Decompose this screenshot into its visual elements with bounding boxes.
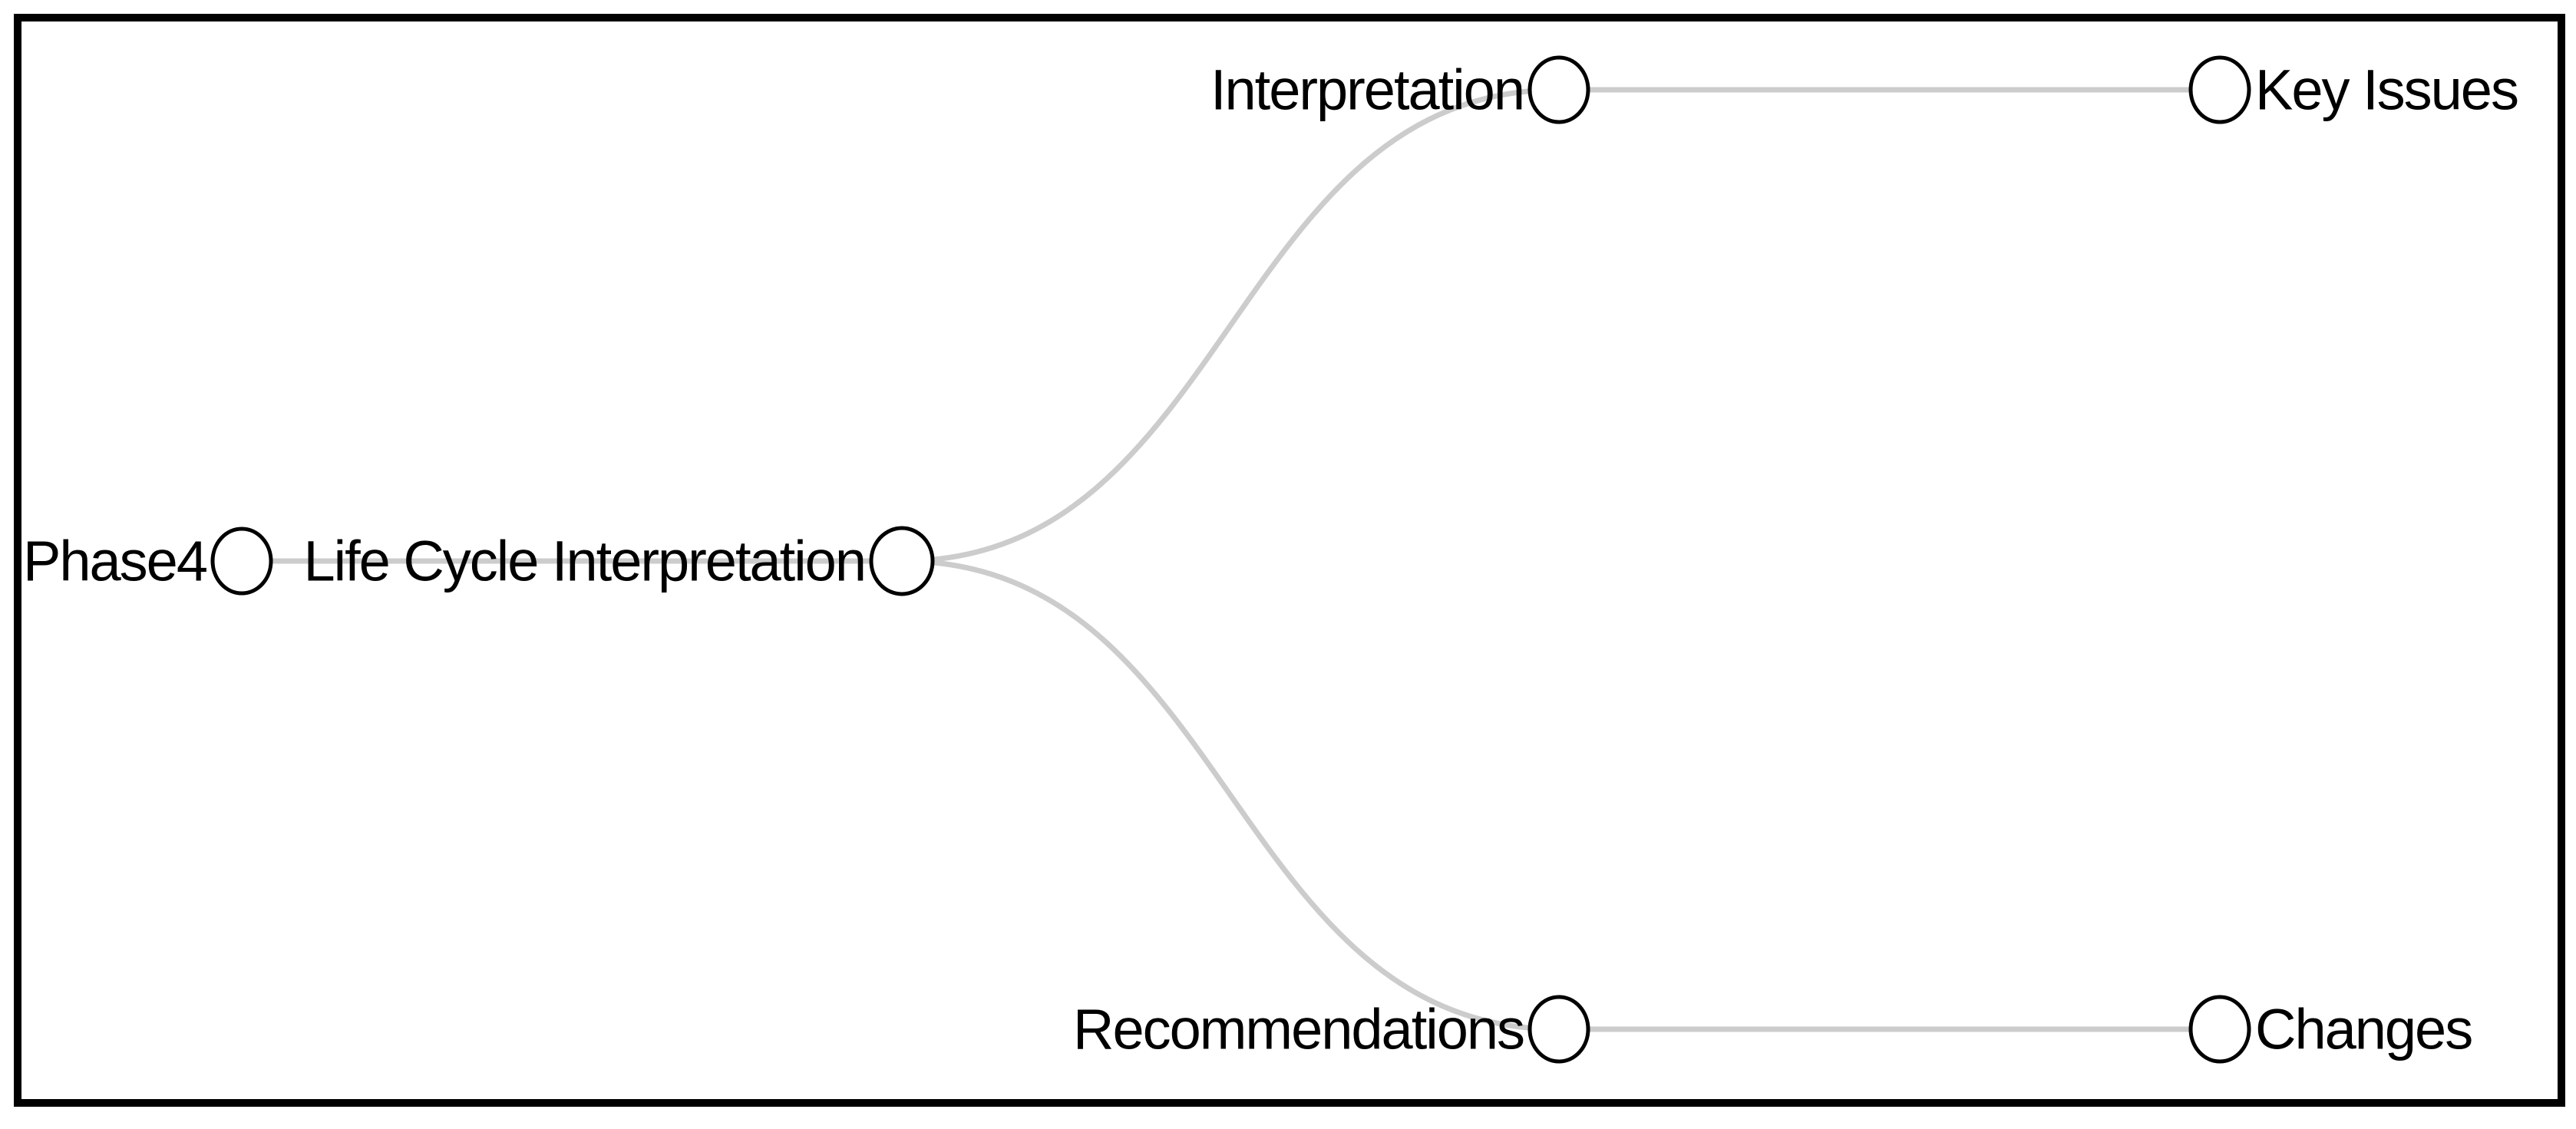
node-circle-key-issues[interactable] <box>2188 55 2251 124</box>
node-circle-changes[interactable] <box>2188 995 2251 1064</box>
node-circle-life-cycle-interpretation[interactable] <box>869 526 935 596</box>
node-label-recommendations: Recommendations <box>1073 998 1524 1061</box>
node-label-changes: Changes <box>2255 998 2472 1061</box>
node-circle-phase4[interactable] <box>210 527 273 596</box>
node-label-phase4: Phase4 <box>23 530 206 593</box>
link-life-cycle-interpretation-to-recommendations <box>901 558 1560 1032</box>
node-circle-recommendations[interactable] <box>1527 995 1590 1064</box>
node-label-life-cycle-interpretation: Life Cycle Interpretation <box>303 530 865 593</box>
node-label-key-issues: Key Issues <box>2255 58 2518 122</box>
diagram-frame-border <box>14 14 2565 1107</box>
link-life-cycle-interpretation-to-interpretation <box>901 87 1560 564</box>
node-circle-interpretation[interactable] <box>1527 55 1590 124</box>
node-label-interpretation: Interpretation <box>1210 58 1524 122</box>
